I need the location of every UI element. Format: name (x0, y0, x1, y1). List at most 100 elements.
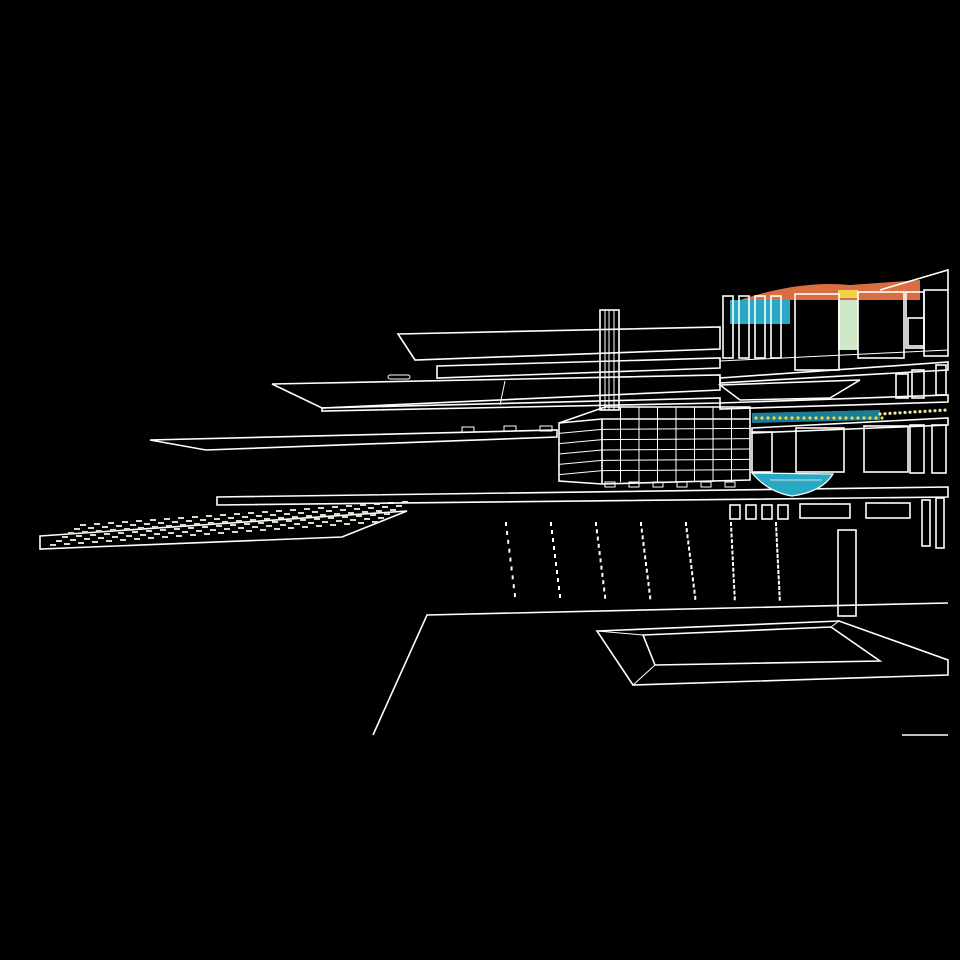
seat (336, 520, 342, 522)
seat (316, 525, 322, 527)
column-post (646, 575, 649, 580)
seat (158, 522, 164, 524)
seat (306, 515, 312, 517)
seat (154, 533, 160, 535)
column-post (776, 554, 779, 558)
column-grid (505, 522, 781, 601)
seat (140, 534, 146, 536)
column-post (648, 588, 651, 593)
column-post (640, 528, 643, 533)
column-post (640, 522, 642, 526)
seat (90, 534, 96, 536)
column-post (694, 595, 697, 600)
light-dot (802, 416, 806, 420)
seat (278, 517, 284, 519)
seat (186, 520, 192, 522)
light-dot (893, 411, 897, 415)
seat (152, 526, 158, 528)
seat (120, 539, 126, 541)
light-dot (938, 408, 942, 412)
seat (62, 536, 68, 538)
seat (258, 522, 264, 524)
light-dot (808, 416, 812, 420)
column-post (600, 565, 603, 570)
column-post (554, 554, 556, 558)
seat (236, 520, 242, 522)
light-dot (918, 410, 922, 414)
cube-base-block (676, 481, 688, 488)
column-post (558, 586, 560, 590)
seat (176, 535, 182, 537)
right-structures (717, 361, 949, 617)
column-post (731, 544, 734, 549)
seat (224, 528, 230, 530)
seat (272, 521, 278, 523)
seat (252, 526, 258, 528)
column-post (732, 573, 735, 578)
column-post (602, 580, 605, 585)
light-dot (778, 416, 782, 420)
column-post (730, 522, 732, 526)
column-post (777, 575, 780, 580)
seat (328, 517, 334, 519)
column-post (733, 590, 736, 595)
seat (326, 510, 332, 512)
seat (262, 511, 268, 513)
seat (396, 505, 402, 507)
seat (150, 519, 156, 521)
light-dot (874, 416, 878, 420)
light-dot (844, 416, 848, 420)
cube-grid-line (601, 438, 751, 441)
seat (360, 504, 366, 506)
seat (370, 514, 376, 516)
cube-grid-line (601, 458, 751, 461)
seat (118, 532, 124, 534)
column-post (551, 530, 553, 534)
column-post (649, 595, 652, 600)
column-post (686, 534, 689, 539)
column-post (690, 565, 693, 570)
seat (148, 537, 154, 539)
column-post (692, 583, 695, 588)
seat (74, 528, 80, 530)
column-post (691, 577, 694, 582)
light-dot (908, 410, 912, 414)
column-post (688, 552, 691, 557)
floating-slab-middle (271, 374, 721, 412)
seat (290, 509, 296, 511)
light-dot (880, 416, 884, 420)
light-dot (766, 416, 770, 420)
seat (318, 507, 324, 509)
column-post (777, 580, 780, 585)
seat (202, 526, 208, 528)
seat (168, 532, 174, 534)
light-dot (868, 416, 872, 420)
seat (376, 510, 382, 512)
column-post (506, 530, 509, 535)
seat (174, 528, 180, 530)
light-dot (754, 416, 758, 420)
seat (108, 522, 114, 524)
seat (196, 530, 202, 532)
column-post (559, 594, 561, 598)
seat (194, 523, 200, 525)
column-post (642, 542, 645, 546)
column-post (645, 562, 647, 566)
seat (362, 511, 368, 513)
seat (230, 524, 236, 526)
seat (322, 521, 328, 523)
seat (390, 509, 396, 511)
cube-base-block (604, 481, 616, 488)
cube-base-block (700, 481, 712, 488)
seating-field (39, 501, 408, 550)
column-post (733, 584, 736, 589)
seat (102, 526, 108, 528)
column-post (691, 571, 694, 576)
seat (308, 522, 314, 524)
ceiling-panels (719, 268, 949, 399)
seat (112, 536, 118, 538)
seat (246, 530, 252, 532)
seat (342, 516, 348, 518)
